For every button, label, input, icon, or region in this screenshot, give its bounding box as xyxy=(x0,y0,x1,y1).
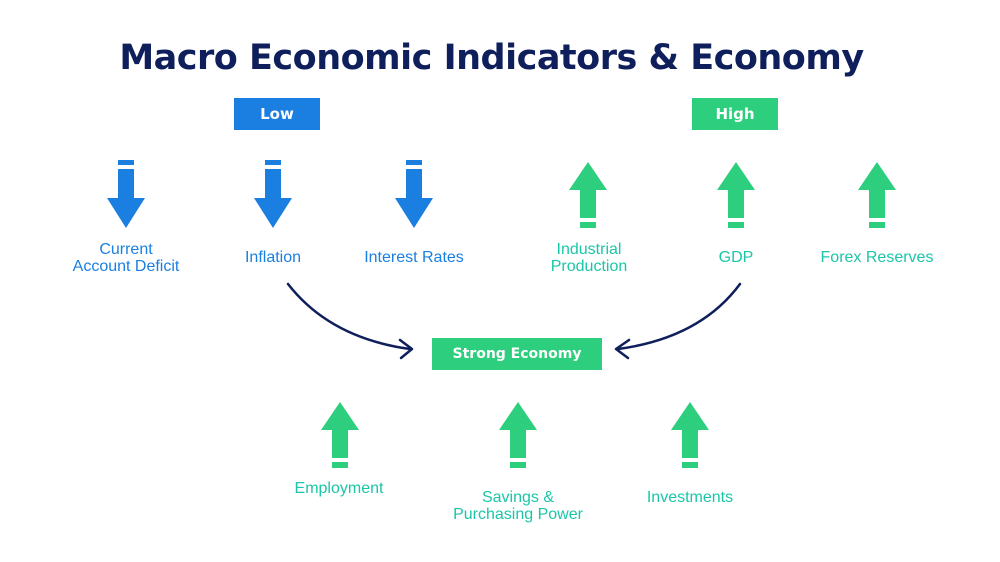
outcome-label-savings-purchasing-power: Savings & Purchasing Power xyxy=(453,489,583,523)
arrow-up-icon xyxy=(499,402,537,468)
indicator-label-interest-rates: Interest Rates xyxy=(364,249,464,266)
indicator-label-gdp: GDP xyxy=(718,249,754,266)
arrow-down-icon xyxy=(254,160,292,228)
indicator-label-industrial-production: Industrial Production xyxy=(550,241,628,275)
arrow-down-icon xyxy=(395,160,433,228)
low-badge: Low xyxy=(234,98,320,130)
page-title: Macro Economic Indicators & Economy xyxy=(119,38,864,78)
arrow-up-icon xyxy=(858,162,896,228)
strong-economy-badge: Strong Economy xyxy=(432,338,602,370)
outcome-label-employment: Employment xyxy=(294,480,384,497)
indicator-label-inflation: Inflation xyxy=(244,249,302,266)
arrow-up-icon xyxy=(321,402,359,468)
indicator-label-forex-reserves: Forex Reserves xyxy=(820,249,934,266)
high-badge: High xyxy=(692,98,778,130)
indicator-label-current-account-deficit: Current Account Deficit xyxy=(72,241,180,275)
arrow-down-icon xyxy=(107,160,145,228)
arrow-up-icon xyxy=(671,402,709,468)
outcome-label-investments: Investments xyxy=(646,489,734,506)
arrow-up-icon xyxy=(569,162,607,228)
arrow-up-icon xyxy=(717,162,755,228)
